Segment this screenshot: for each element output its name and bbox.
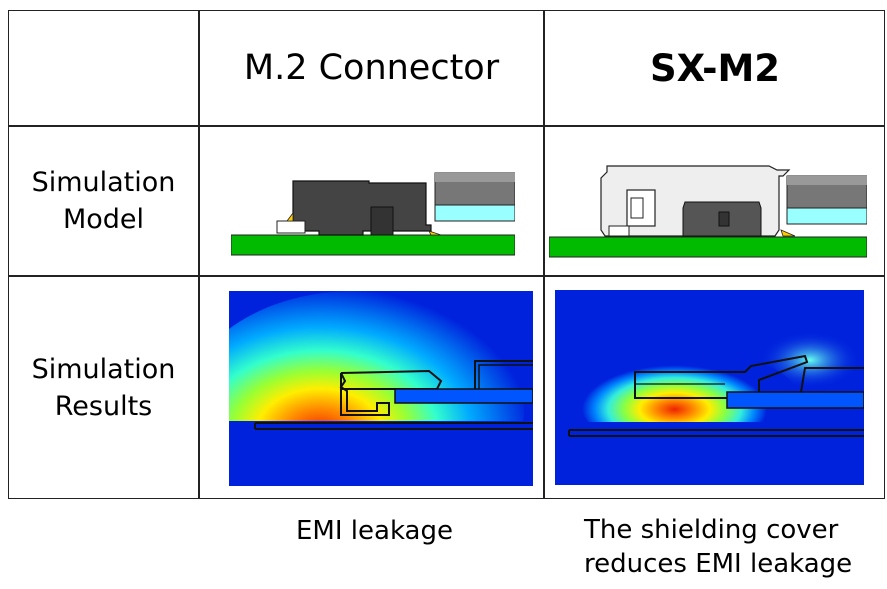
caption-line: reduces EMI leakage (584, 549, 853, 579)
row-label-line: Results (54, 391, 153, 422)
m2-connector-emi-simulation-image (229, 291, 533, 486)
caption-sx-m2-shielding: The shielding cover reduces EMI leakage (584, 513, 852, 581)
comparison-table: M.2 Connector SX-M2 Simulation Model Sim… (8, 10, 885, 499)
m2-connector-model-image (231, 169, 515, 257)
column-header-m2-connector: M.2 Connector (243, 48, 500, 88)
row-label-line: Model (62, 204, 145, 235)
column-divider (198, 11, 200, 498)
sx-m2-emi-simulation-image (555, 290, 864, 485)
sx-m2-model-image (549, 164, 867, 259)
row-divider (9, 125, 884, 127)
caption-line: The shielding cover (584, 515, 839, 545)
row-divider (9, 275, 884, 277)
caption-m2-emi-leakage: EMI leakage (296, 516, 453, 546)
column-header-sx-m2: SX-M2 (649, 46, 781, 90)
row-label-line: Simulation (31, 354, 176, 385)
row-label-line: Simulation (31, 167, 176, 198)
row-label-simulation-results: Simulation Results (9, 277, 198, 499)
column-divider (543, 11, 545, 498)
row-label-simulation-model: Simulation Model (9, 127, 198, 275)
